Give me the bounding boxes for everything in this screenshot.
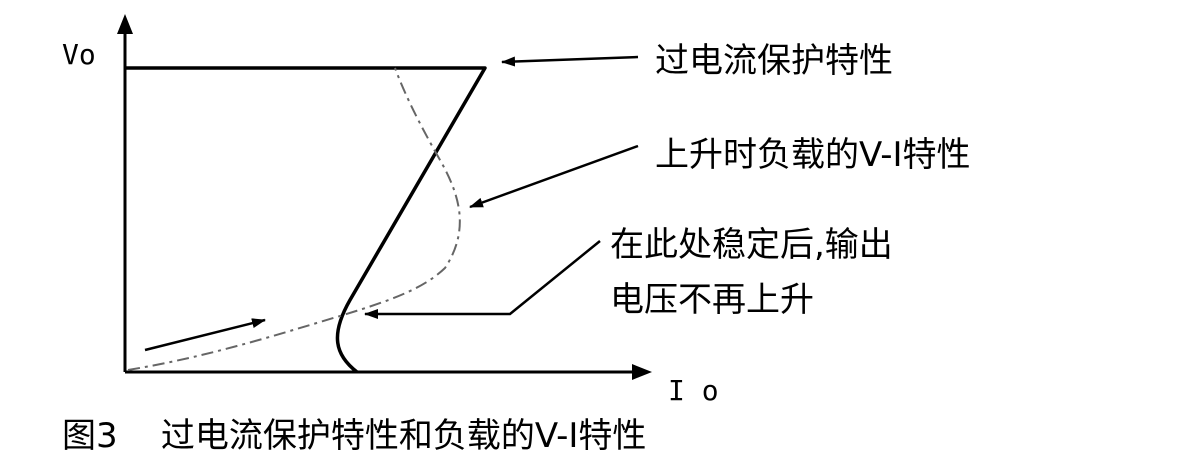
figure-caption: 图3 过电流保护特性和负载的V-I特性: [62, 416, 646, 456]
y-axis-arrowhead: [117, 14, 133, 34]
x-axis-arrowhead: [632, 364, 652, 380]
stable-label-line1: 在此处稳定后,输出: [610, 225, 893, 265]
rising-direction-arrow: [144, 318, 266, 352]
overcurrent-protection-curve: [125, 66, 487, 374]
load-vi-curve: [127, 67, 461, 371]
load-vi-pointer: [469, 144, 639, 209]
stable-point-pointer: [364, 240, 601, 319]
overcurrent-pointer: [501, 55, 639, 67]
stable-label-line2: 电压不再上升: [610, 280, 814, 320]
load-vi-label: 上升时负载的V-I特性: [655, 135, 971, 175]
overcurrent-label: 过电流保护特性: [655, 41, 893, 81]
x-axis-label: I o: [668, 374, 719, 407]
y-axis-label: Vo: [62, 38, 96, 71]
